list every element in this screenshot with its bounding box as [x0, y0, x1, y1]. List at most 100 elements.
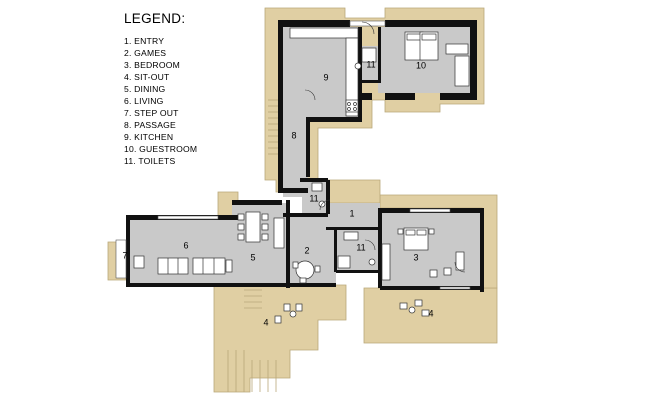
desk [455, 251, 465, 271]
bedroom-chair [429, 269, 438, 278]
wall [326, 227, 382, 230]
toilet-bed-basin [343, 231, 359, 241]
wall [336, 270, 380, 273]
kitchen-counters [289, 27, 359, 117]
door-swing [361, 21, 375, 35]
floor-entry [326, 203, 380, 227]
pillow [405, 229, 416, 236]
sofa [157, 257, 189, 275]
legend-item: 11. TOILETS [124, 156, 176, 166]
wall [232, 200, 282, 205]
sofa [192, 257, 226, 275]
legend-item: 7. STEP OUT [124, 108, 179, 118]
games-chair [314, 265, 321, 273]
legend-item: 4. SIT-OUT [124, 72, 170, 82]
floor-passage [283, 27, 308, 197]
lounge-chair [295, 303, 303, 312]
toilet-fixture-top [354, 62, 362, 70]
legend-item: 3. BEDROOM [124, 60, 180, 70]
toilet-bed-bowl [368, 258, 376, 266]
lounge-chair [399, 302, 408, 310]
wall [283, 213, 328, 217]
wall [378, 208, 382, 288]
wall [480, 208, 484, 292]
wall [385, 93, 415, 100]
counter-side [345, 37, 359, 117]
dining-chair [237, 223, 245, 231]
dining-furniture [237, 211, 285, 249]
armchair [133, 255, 145, 269]
wall [354, 80, 381, 83]
room-label-living: 6 [183, 240, 188, 250]
pillow [421, 33, 437, 41]
wardrobe [445, 43, 469, 55]
room-label-games: 2 [304, 245, 309, 255]
door-swing [364, 239, 376, 251]
room-label-toilet-bedroom: 11 [356, 242, 365, 252]
dining-chair [261, 233, 269, 241]
legend-item: 1. ENTRY [124, 36, 165, 46]
sideboard [273, 217, 285, 249]
lounge-chair [283, 303, 291, 312]
legend: LEGEND: 1. ENTRY 2. GAMES 3. BEDROOM 4. … [124, 11, 197, 167]
counter-top [289, 27, 359, 39]
room-label-sitout-left: 4 [263, 317, 268, 327]
wall [334, 230, 337, 272]
wall [380, 286, 484, 290]
games-furniture [292, 260, 321, 284]
wall [378, 27, 381, 82]
dining-chair [237, 213, 245, 221]
window [115, 239, 127, 279]
games-chair [292, 261, 299, 269]
legend-item: 6. LIVING [124, 96, 164, 106]
wall [385, 20, 477, 27]
lounge-table [408, 306, 416, 314]
dining-chair [237, 233, 245, 241]
legend-item: 8. PASSAGE [124, 120, 176, 130]
wall [470, 20, 477, 100]
dining-table [245, 211, 261, 243]
toilet-bed-shower [337, 255, 351, 269]
nightstand [397, 228, 404, 235]
room-label-kitchen: 9 [323, 72, 328, 82]
legend-item: 9. KITCHEN [124, 132, 174, 142]
lounge-chair [421, 309, 430, 317]
window [439, 286, 471, 290]
bedroom-furniture [381, 227, 465, 281]
wall [358, 93, 372, 100]
lounge-chair [274, 315, 282, 324]
living-furniture [133, 255, 233, 275]
bedroom-chair [443, 267, 452, 276]
legend-item: 5. DINING [124, 84, 166, 94]
wall [126, 283, 276, 287]
sitout-furniture [274, 299, 430, 324]
room-label-bedroom: 3 [413, 252, 418, 262]
room-label-entry: 1 [349, 208, 354, 218]
wall [358, 27, 362, 117]
lounge-table [289, 310, 297, 318]
legend-title: LEGEND: [124, 11, 186, 26]
games-chair [299, 277, 307, 284]
wall [286, 200, 290, 288]
room-label-passage: 8 [291, 130, 296, 140]
wall [326, 180, 330, 214]
lounge-chair [414, 299, 423, 307]
legend-item: 10. GUESTROOM [124, 144, 198, 154]
legend-list: 1. ENTRY 2. GAMES 3. BEDROOM 4. SIT-OUT … [124, 35, 197, 167]
guestroom-furniture [354, 31, 470, 87]
wardrobe [381, 243, 391, 281]
side-table [225, 259, 233, 273]
wall [278, 20, 283, 190]
room-label-toilet-mid: 11 [309, 193, 318, 203]
games-table [295, 260, 315, 280]
room-label-toilet-top: 11 [366, 59, 375, 69]
door-swing [454, 261, 466, 273]
room-label-guestroom: 10 [416, 60, 426, 70]
pillow [406, 33, 422, 41]
room-labels: 1 2 3 4 4 5 6 7 8 9 10 11 11 11 [122, 59, 433, 327]
wall [276, 283, 336, 287]
room-label-dining: 5 [250, 252, 255, 262]
dining-chair [261, 213, 269, 221]
window [409, 208, 451, 213]
nightstand [428, 228, 435, 235]
